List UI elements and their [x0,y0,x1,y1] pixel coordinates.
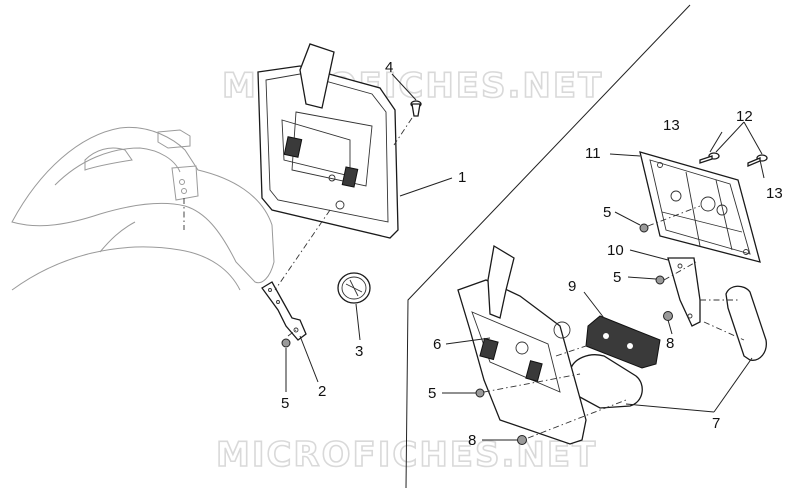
lower-holder-item-6 [457,244,587,445]
nut-item-5-a [639,223,649,233]
callout-8-right: 8 [666,335,674,352]
callout-5-upper-right: 5 [603,204,611,221]
dash-link [527,399,627,439]
dash-link [703,321,745,341]
screws-item-12-13 [699,152,768,167]
callout-9: 9 [568,278,576,295]
callout-6: 6 [433,336,441,353]
dash-link [555,343,593,357]
mount-plate-item-10 [667,257,701,327]
callout-5-left: 5 [281,395,289,412]
watermark-bottom: MICROFICHES.NET [216,435,597,475]
callout-5-middle-right: 5 [613,269,621,286]
callout-13-right: 13 [766,185,783,202]
rear-fender [11,126,275,291]
callout-12: 12 [736,108,753,125]
callout-2: 2 [318,383,326,400]
nut-item-5-b [655,275,665,285]
callout-3: 3 [355,343,363,360]
section-divider [405,4,691,489]
callout-4: 4 [385,59,393,76]
nut-item-5-left [281,329,297,348]
callout-5-lower-right: 5 [428,385,436,402]
nut-item-8-a [663,311,673,321]
plate-bracket-item-11 [639,151,761,263]
callout-10: 10 [607,242,624,259]
callout-11: 11 [585,145,601,162]
license-plate-holder [257,43,399,239]
nut-item-8-b [517,435,527,445]
dash-link [663,261,697,281]
callout-1: 1 [458,169,466,186]
screw-item-4 [393,100,422,146]
callout-7: 7 [712,415,720,432]
nut-item-5-c [475,388,485,398]
dash-link [483,373,581,393]
callout-13-top: 13 [663,117,680,134]
callout-8-bottom: 8 [468,432,476,449]
bracket-item-2 [261,281,307,341]
dash-link [274,209,331,291]
reflector-pads-item-7 [569,285,767,409]
cap-item-3 [337,272,371,304]
dash-link [647,205,701,227]
